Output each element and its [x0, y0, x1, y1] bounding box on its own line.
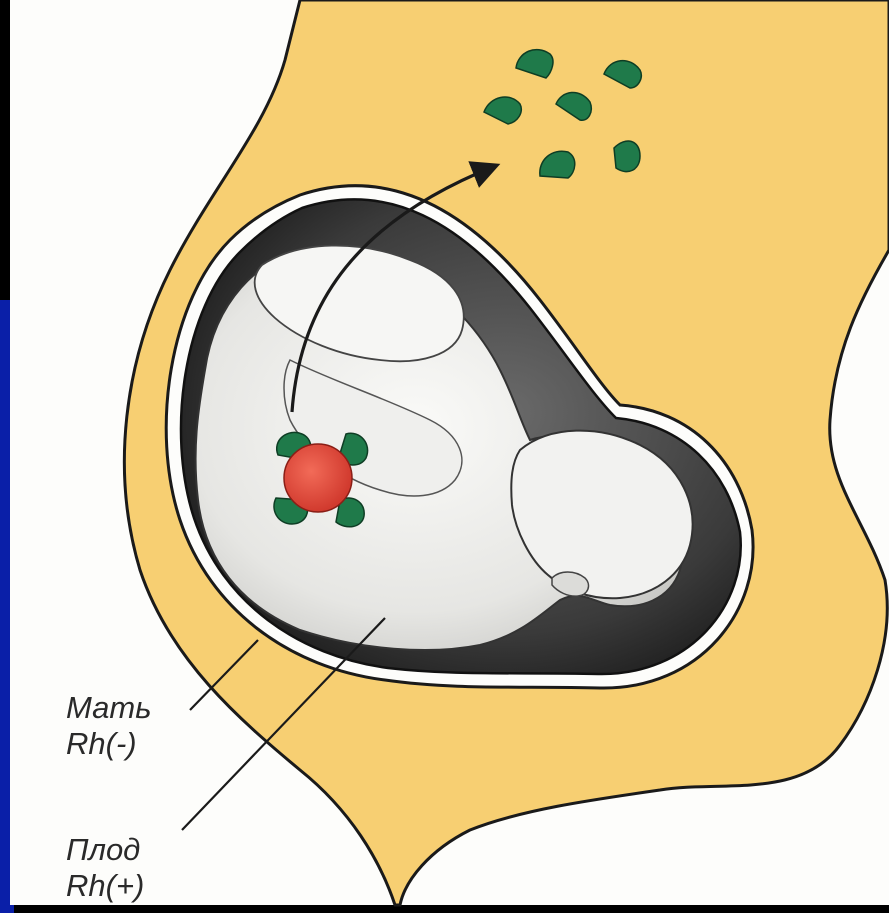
antibody-6 — [614, 141, 640, 172]
mother-label-rh: Rh(-) — [66, 726, 152, 762]
fetus-label: Плод Rh(+) — [66, 832, 144, 904]
mother-label-title: Мать — [66, 690, 152, 726]
red-blood-cell — [284, 444, 352, 512]
fetus-label-title: Плод — [66, 832, 144, 868]
mother-label: Мать Rh(-) — [66, 690, 152, 762]
fetus-label-rh: Rh(+) — [66, 868, 144, 904]
